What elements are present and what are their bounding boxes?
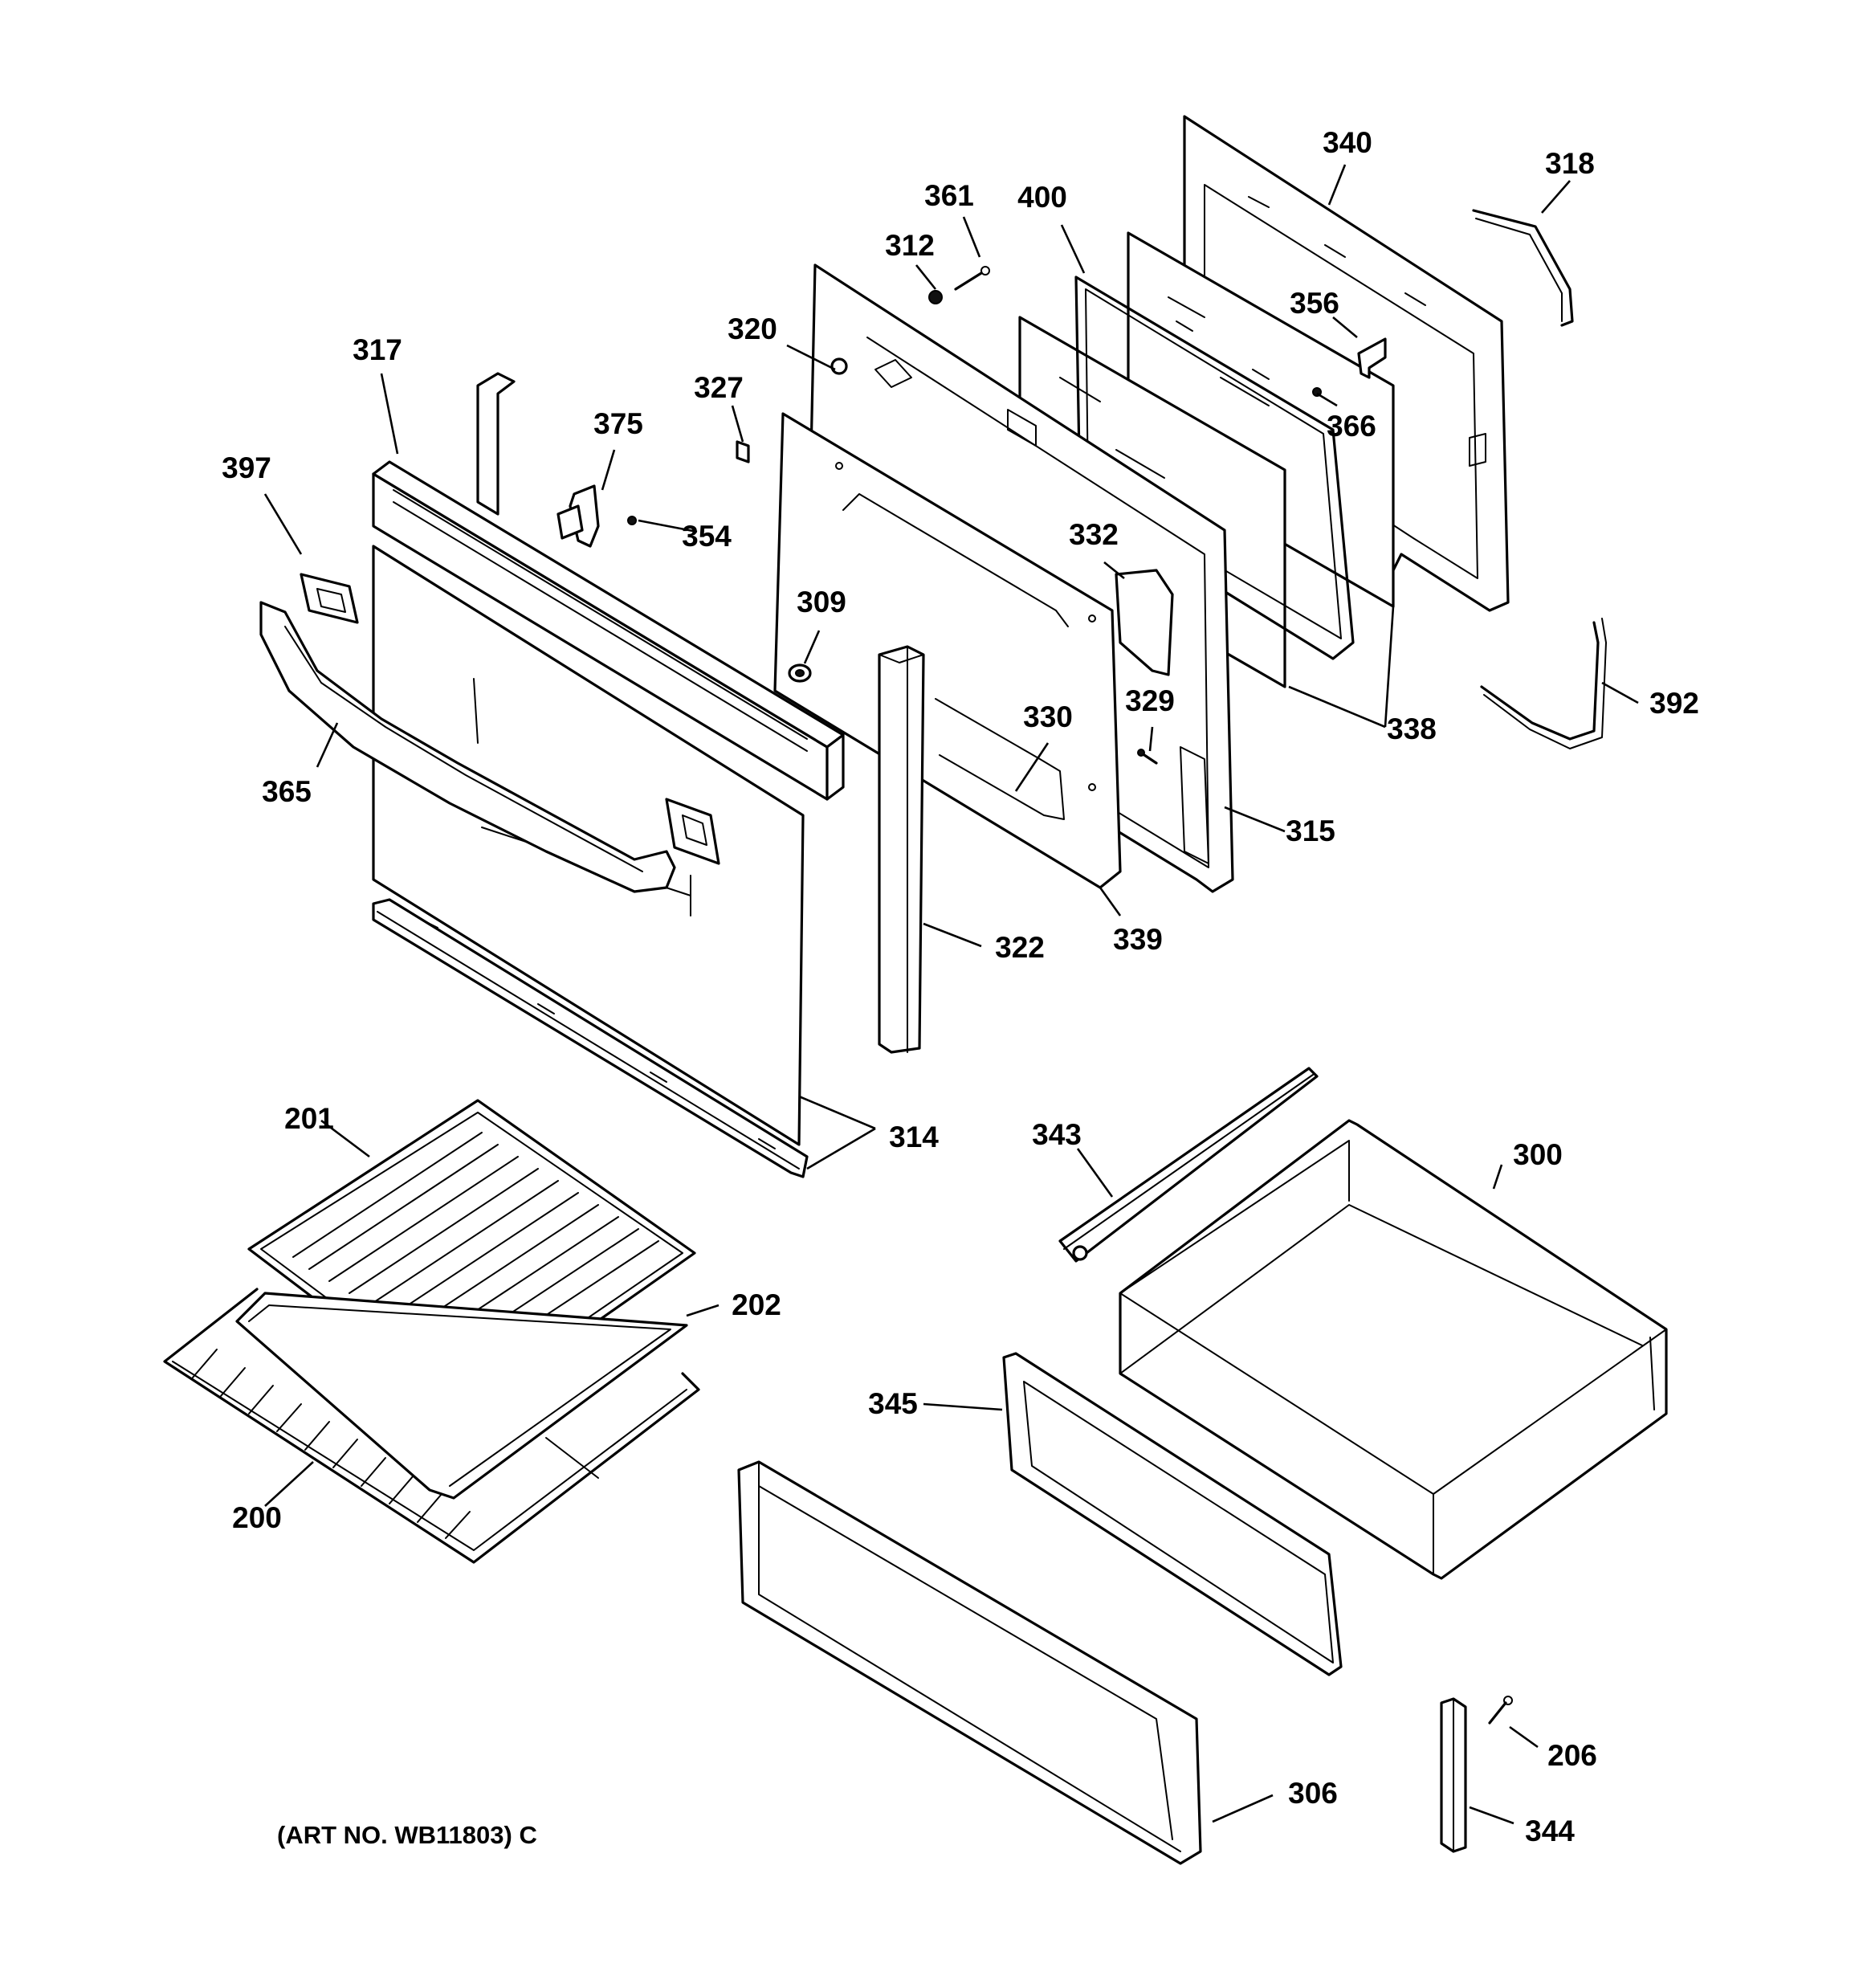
leader-lines (263, 164, 1639, 1825)
part-375-bracket (556, 484, 600, 548)
part-306-drawer-front (737, 1460, 1202, 1865)
label-201: 201 (284, 1102, 334, 1135)
part-318-gasket (1472, 209, 1574, 327)
label-392: 392 (1649, 687, 1699, 720)
label-339: 339 (1113, 923, 1163, 956)
label-344: 344 (1525, 1815, 1575, 1847)
part-339-door-panel (773, 412, 1122, 889)
art-number-caption: (ART NO. WB11803) C (277, 1821, 537, 1849)
part-327-clip (736, 440, 750, 463)
part-329-screw (1137, 749, 1158, 765)
part-labels: 340 318 361 400 312 356 320 327 317 375 … (222, 126, 1699, 1847)
part-343-slide-rail (1058, 1067, 1319, 1263)
label-320: 320 (728, 312, 777, 345)
label-338: 338 (1387, 712, 1437, 745)
label-306: 306 (1288, 1777, 1338, 1810)
label-312: 312 (885, 229, 935, 262)
label-322: 322 (995, 931, 1045, 964)
label-340: 340 (1323, 126, 1372, 159)
label-356: 356 (1290, 287, 1339, 320)
label-361: 361 (924, 179, 974, 212)
part-300-drawer-box (1119, 1119, 1668, 1580)
part-312-361-hardware (830, 266, 990, 375)
label-327: 327 (694, 371, 744, 404)
part-309-grommet (788, 663, 812, 683)
label-309: 309 (797, 586, 846, 618)
label-315: 315 (1286, 814, 1335, 847)
label-332: 332 (1069, 518, 1119, 551)
label-329: 329 (1125, 684, 1175, 717)
part-206-screw (1488, 1696, 1513, 1725)
part-202-broiler-pan (235, 1292, 688, 1500)
label-354: 354 (682, 520, 732, 553)
part-356-bracket (1357, 337, 1387, 379)
label-397: 397 (222, 451, 271, 484)
part-314-bottom-trim (372, 898, 809, 1178)
part-344-bracket (1440, 1697, 1467, 1853)
label-200: 200 (232, 1501, 282, 1534)
label-365: 365 (262, 775, 312, 808)
label-345: 345 (868, 1387, 918, 1420)
part-365-door-handle (259, 601, 676, 893)
part-side-strip (476, 372, 516, 516)
part-317-top-trim (372, 460, 845, 801)
part-332-insulation (1115, 569, 1174, 676)
label-400: 400 (1017, 181, 1067, 214)
label-318: 318 (1545, 147, 1595, 180)
part-345-drawer-panel (1002, 1352, 1343, 1676)
label-317: 317 (353, 333, 402, 366)
label-366: 366 (1327, 410, 1376, 443)
label-375: 375 (593, 407, 643, 440)
part-200-oven-rack (163, 1288, 700, 1564)
label-206: 206 (1547, 1739, 1597, 1772)
label-330: 330 (1023, 700, 1073, 733)
part-397-end-caps (300, 573, 720, 865)
part-322-channel (878, 645, 925, 1054)
part-354-screw (627, 516, 637, 525)
label-343: 343 (1032, 1118, 1082, 1151)
part-392-gasket (1480, 618, 1607, 749)
label-300: 300 (1513, 1138, 1563, 1171)
label-202: 202 (732, 1288, 781, 1321)
label-314: 314 (889, 1121, 939, 1153)
